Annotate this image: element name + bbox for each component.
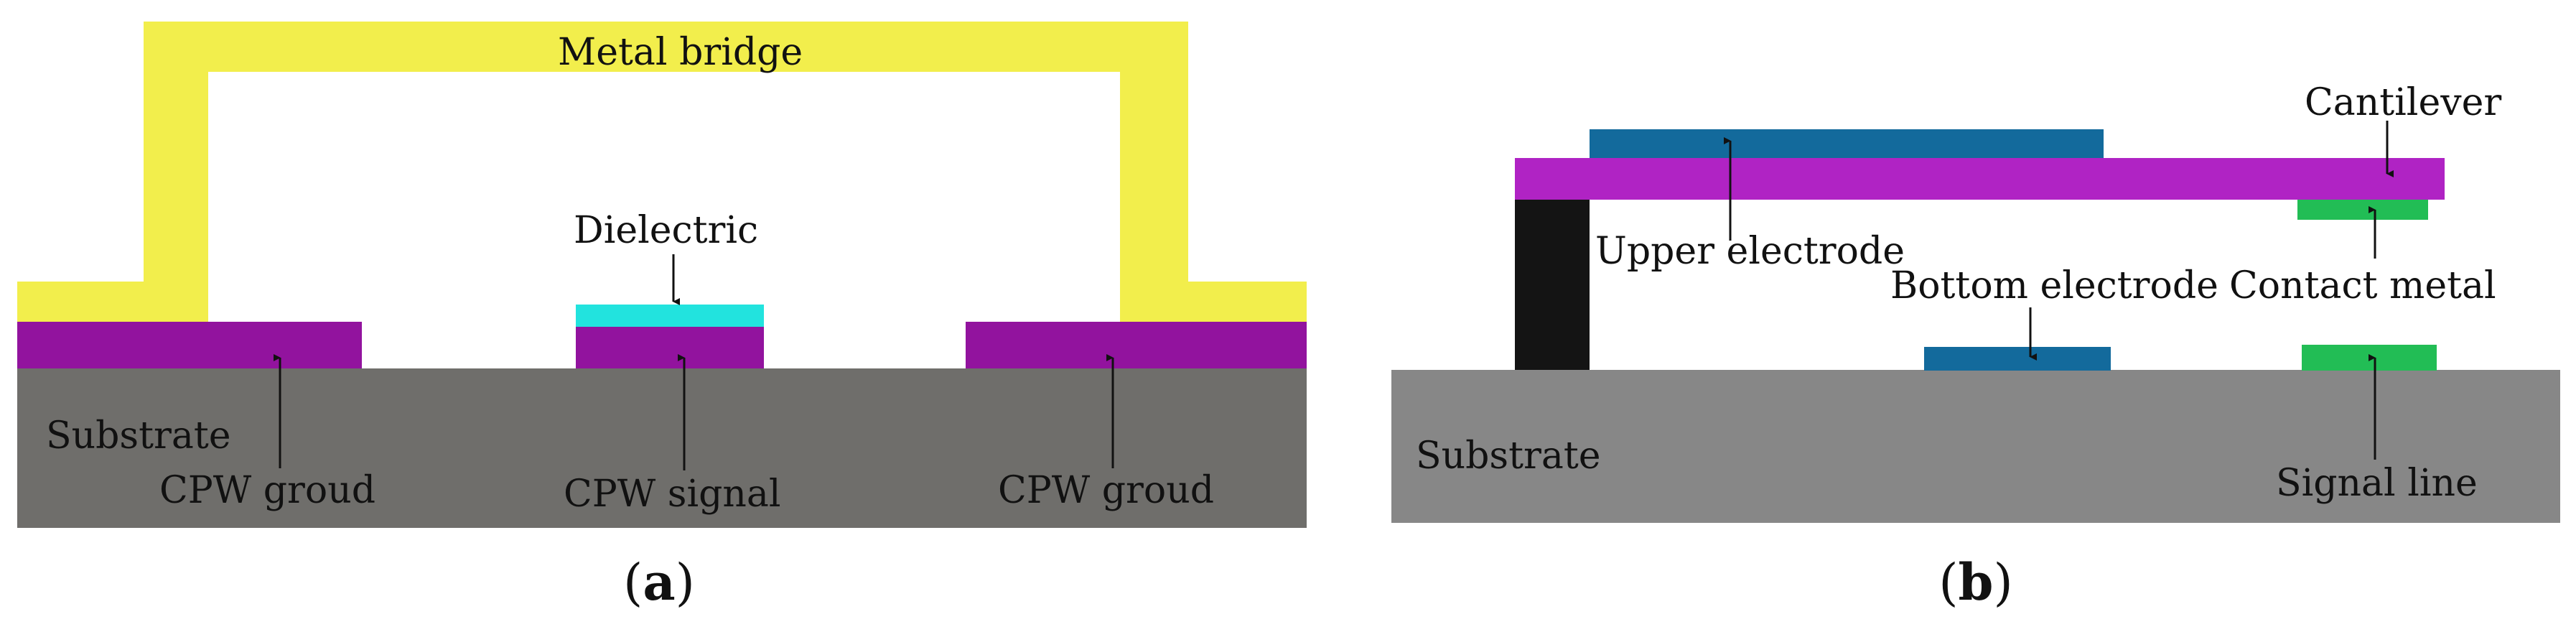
caption-a: (a) <box>623 552 695 612</box>
label-signal-line: Signal line <box>2276 462 2478 505</box>
label-dielectric: Dielectric <box>574 209 758 252</box>
label-contact-metal: Contact metal <box>2229 264 2496 307</box>
cantilever-beam <box>1515 158 2445 200</box>
anchor-post <box>1515 200 1590 370</box>
label-cpw-signal: CPW signal <box>564 473 780 516</box>
metal-bridge <box>17 22 1307 322</box>
cpw-ground-left <box>17 322 362 368</box>
label-substrate-a: Substrate <box>46 414 231 458</box>
substrate-a <box>17 368 1307 528</box>
label-cpw-ground-right: CPW groud <box>998 469 1214 512</box>
cpw-ground-right <box>966 322 1307 368</box>
panel-a: Metal bridge Dielectric Substrate CPW gr… <box>17 22 1307 612</box>
label-substrate-b: Substrate <box>1416 435 1601 478</box>
upper-electrode <box>1590 129 2104 160</box>
bottom-electrode <box>1924 347 2111 371</box>
label-bottom-electrode: Bottom electrode <box>1890 264 2218 307</box>
signal-line <box>2302 345 2437 371</box>
caption-b: (b) <box>1938 552 2013 612</box>
contact-metal <box>2297 200 2428 220</box>
substrate-b <box>1391 370 2560 523</box>
panel-b: Cantilever Upper electrode Bottom electr… <box>1391 81 2560 612</box>
cpw-signal-line <box>576 327 764 368</box>
label-upper-electrode: Upper electrode <box>1595 230 1905 273</box>
label-cpw-ground-left: CPW groud <box>159 469 375 512</box>
label-cantilever: Cantilever <box>2305 81 2501 124</box>
dielectric-layer <box>576 305 764 327</box>
label-metal-bridge: Metal bridge <box>558 31 803 74</box>
